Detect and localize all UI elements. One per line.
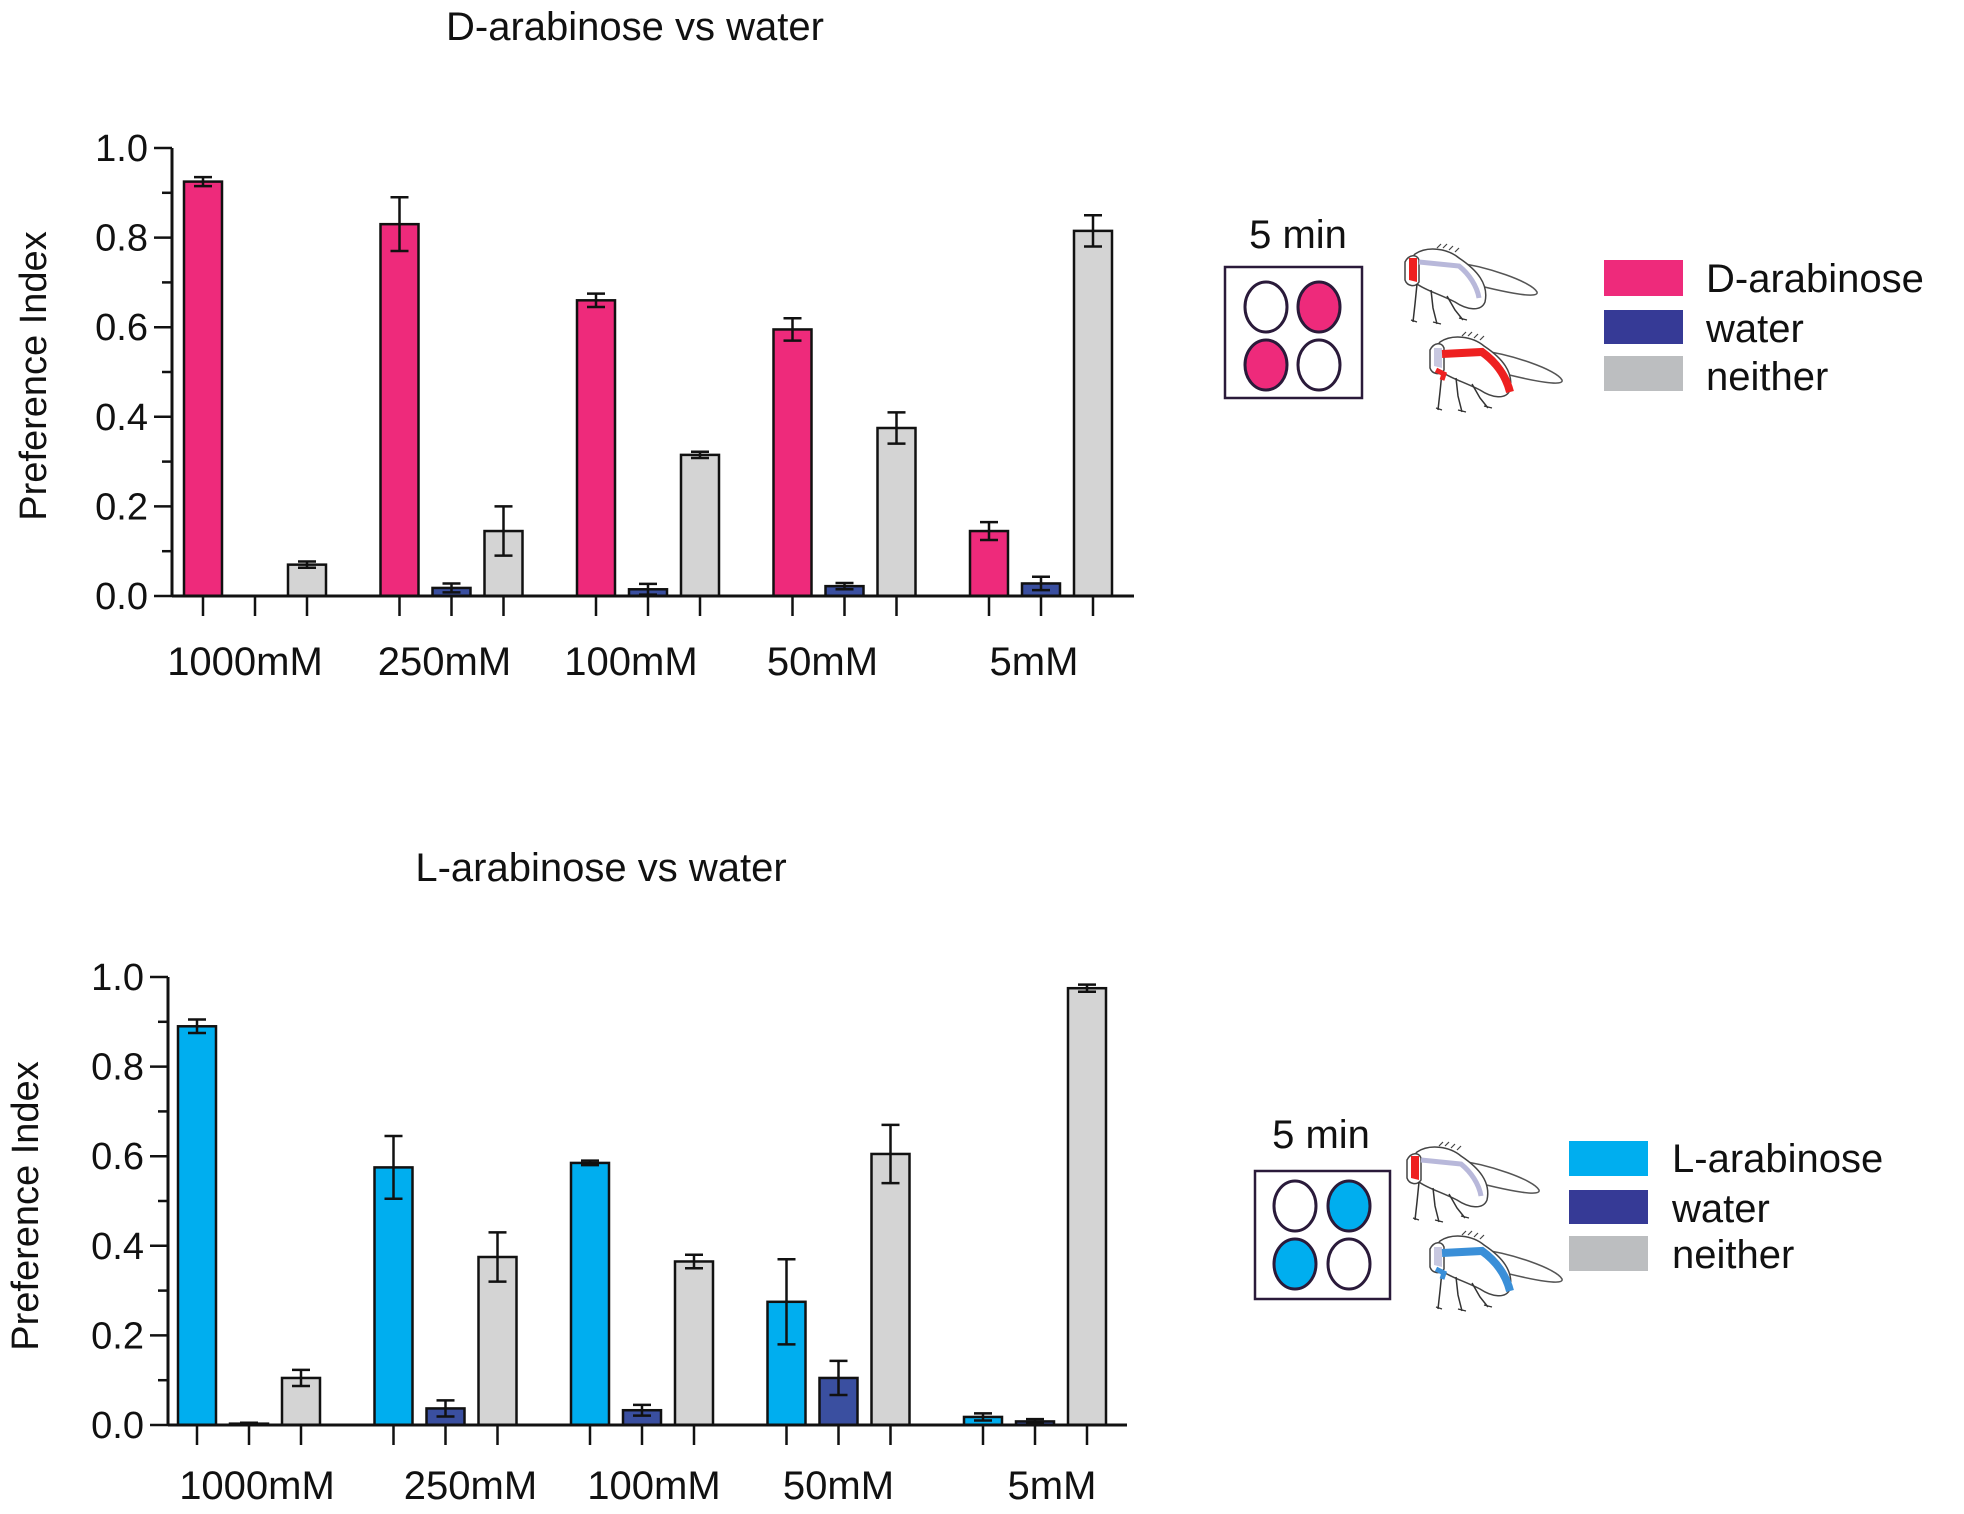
legend-swatch-d-arabinose	[1604, 260, 1683, 296]
legend-label: neither	[1706, 355, 1828, 399]
well-empty	[1272, 1179, 1318, 1233]
bar-neither	[1072, 229, 1114, 598]
well-empty	[1326, 1237, 1372, 1291]
y-axis-label: Preference Index	[5, 1061, 47, 1350]
x-tick-label: 50mM	[767, 640, 878, 684]
y-axis-label: Preference Index	[13, 231, 55, 520]
legend-label: L-arabinose	[1672, 1137, 1883, 1181]
well-empty	[1243, 280, 1289, 334]
well-empty	[1296, 338, 1342, 392]
y-tick-label: 0.0	[91, 1405, 144, 1447]
well-sugar	[1296, 280, 1342, 334]
x-tick-label: 250mM	[404, 1464, 537, 1508]
bar-d-arabinose	[379, 222, 420, 598]
x-tick-label: 100mM	[587, 1464, 720, 1508]
legend-swatch-neither	[1569, 1236, 1648, 1271]
plot-area: 1000mM 250mM 100mM 50mM 5mM 0.0 0.2 0.4 0.6 0.8 1.…	[91, 957, 1127, 1508]
fly-fed-icon	[1429, 1230, 1563, 1312]
fly-unfed-icon	[1404, 243, 1538, 325]
plot-area: 1000mM 250mM 100mM 50mM 5mM 0.0 0.2 0.4 0.6 0.8 1.…	[95, 128, 1134, 684]
chart-d-arabinose: D-arabinose vs water Preference Index 10…	[13, 5, 1924, 684]
y-tick-label: 0.6	[91, 1136, 144, 1178]
well-sugar	[1243, 338, 1289, 392]
bar-l-arabinose	[569, 1161, 611, 1427]
bar-neither	[1066, 986, 1108, 1427]
fly-fed-icon	[1429, 331, 1563, 413]
x-tick-label: 100mM	[564, 640, 697, 684]
well-sugar	[1272, 1237, 1318, 1291]
x-tick-label: 1000mM	[167, 640, 323, 684]
legend-swatch-l-arabinose	[1569, 1141, 1648, 1176]
legend-swatch-water	[1604, 310, 1683, 344]
y-tick-label: 0.4	[91, 1226, 144, 1268]
y-tick-label: 0.2	[91, 1315, 144, 1357]
bar-d-arabinose	[772, 328, 813, 598]
bar-neither	[870, 1152, 911, 1427]
y-tick-label: 0.8	[95, 218, 148, 260]
legend-time-label: 5 min	[1272, 1113, 1370, 1157]
legend-label: neither	[1672, 1233, 1794, 1277]
y-tick-label: 0.8	[91, 1047, 144, 1089]
fly-unfed-icon	[1406, 1141, 1540, 1223]
bar-neither	[876, 426, 917, 598]
plate-diagram	[1223, 265, 1364, 400]
legend-label: water	[1671, 1187, 1770, 1231]
x-tick-label: 5mM	[1008, 1464, 1097, 1508]
well-sugar	[1326, 1179, 1372, 1233]
bar-d-arabinose	[182, 180, 224, 598]
x-tick-label: 1000mM	[179, 1464, 335, 1508]
y-tick-label: 0.0	[95, 576, 148, 618]
x-tick-label: 5mM	[990, 640, 1079, 684]
y-tick-label: 0.2	[95, 486, 148, 528]
y-tick-label: 1.0	[95, 128, 148, 170]
x-tick-label: 250mM	[378, 640, 511, 684]
bar-neither	[673, 1260, 715, 1427]
bar-d-arabinose	[575, 299, 617, 598]
legend: 5 min L-arabinose water neither	[1253, 1113, 1883, 1312]
y-tick-label: 0.6	[95, 307, 148, 349]
legend-label: water	[1705, 307, 1804, 351]
bar-neither	[679, 453, 721, 598]
bar-neither	[286, 563, 328, 598]
bar-l-arabinose	[373, 1166, 414, 1427]
chart-title: D-arabinose vs water	[446, 5, 824, 49]
legend-label: D-arabinose	[1706, 257, 1924, 301]
legend: 5 min D-arabinose water neither	[1223, 213, 1924, 413]
x-tick-label: 50mM	[783, 1464, 894, 1508]
legend-swatch-neither	[1604, 356, 1683, 391]
y-tick-label: 0.4	[95, 397, 148, 439]
y-tick-label: 1.0	[91, 957, 144, 999]
chart-l-arabinose: L-arabinose vs water Preference Index 10…	[5, 846, 1883, 1508]
plate-diagram	[1253, 1169, 1392, 1301]
legend-swatch-water	[1569, 1190, 1648, 1224]
chart-title: L-arabinose vs water	[415, 846, 786, 890]
bar-l-arabinose	[176, 1025, 218, 1427]
legend-time-label: 5 min	[1249, 213, 1347, 257]
